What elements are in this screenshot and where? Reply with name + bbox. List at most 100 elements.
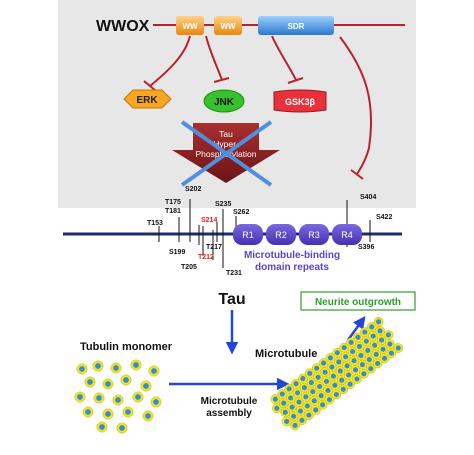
repeat-r2: R2 bbox=[266, 224, 296, 245]
tubulin-bead bbox=[317, 399, 328, 410]
tubulin-bead bbox=[92, 360, 104, 372]
tubulin-bead bbox=[132, 391, 144, 403]
tubulin-bead bbox=[352, 374, 362, 384]
tubulin-monomer-cluster bbox=[74, 359, 162, 434]
tubulin-bead bbox=[280, 407, 291, 418]
tubulin-bead bbox=[284, 384, 295, 394]
sdr-domain: SDR bbox=[258, 16, 334, 35]
site-t181: T181 bbox=[165, 208, 181, 215]
tubulin-bead bbox=[303, 410, 314, 420]
gsk3b-label: GSK3β bbox=[285, 97, 316, 107]
tubulin-bead bbox=[328, 371, 339, 382]
site-ticks bbox=[158, 199, 371, 268]
site-t217: T217 bbox=[206, 244, 222, 251]
site-t205: T205 bbox=[181, 264, 197, 271]
repeat-r1-label: R1 bbox=[242, 230, 254, 240]
site-s396: S396 bbox=[358, 244, 374, 251]
microtubule-label: Microtubule bbox=[255, 348, 317, 360]
tubulin-bead bbox=[314, 381, 325, 392]
tubulin-bead bbox=[306, 377, 317, 388]
tubulin-bead bbox=[331, 389, 342, 400]
inhibit-gsk-bar bbox=[287, 77, 304, 84]
tubulin-bead bbox=[288, 411, 299, 422]
tubulin-bead bbox=[116, 422, 128, 434]
site-s202: S202 bbox=[185, 186, 201, 193]
tubulin-bead bbox=[112, 394, 124, 406]
tubulin-label: Tubulin monomer bbox=[80, 341, 173, 353]
tubulin-bead bbox=[102, 408, 114, 420]
tubulin-bead bbox=[354, 341, 365, 352]
tubulin-bead bbox=[272, 403, 282, 414]
tubulin-bead bbox=[320, 367, 330, 378]
tubulin-bead bbox=[379, 353, 390, 364]
site-t231: T231 bbox=[226, 270, 242, 277]
site-s262: S262 bbox=[233, 209, 249, 216]
ww-domain-2: WW bbox=[214, 16, 242, 35]
tubulin-bead bbox=[277, 389, 288, 399]
wwox-label: WWOX bbox=[96, 18, 150, 35]
tubulin-bead bbox=[364, 354, 375, 365]
assembly-label-line1: Microtubule bbox=[201, 396, 258, 407]
tubulin-bead bbox=[361, 336, 372, 347]
cross-stroke-2 bbox=[180, 120, 273, 187]
tubulin-bead bbox=[96, 421, 108, 433]
repeat-r4-label: R4 bbox=[341, 230, 353, 240]
tubulin-bead bbox=[393, 343, 404, 353]
tubulin-bead bbox=[122, 406, 134, 418]
erk-hexagon: ERK bbox=[123, 89, 172, 109]
tubulin-bead bbox=[347, 346, 358, 357]
tubulin-bead bbox=[316, 390, 326, 401]
tubulin-bead bbox=[93, 392, 105, 404]
inhibition-arrows bbox=[143, 35, 373, 180]
sdr-domain-label: SDR bbox=[288, 22, 305, 31]
neurite-label: Neurite outgrowth bbox=[315, 297, 401, 308]
tubulin-bead bbox=[359, 368, 369, 379]
tubulin-bead bbox=[285, 393, 296, 403]
tubulin-bead bbox=[292, 388, 303, 398]
inhibit-gsk-line bbox=[271, 35, 297, 81]
tubulin-bead bbox=[345, 379, 355, 390]
tubulin-bead bbox=[371, 349, 382, 360]
tubulin-bead bbox=[324, 394, 335, 405]
site-t153: T153 bbox=[147, 220, 163, 227]
inhibit-s404-bar bbox=[350, 169, 364, 180]
repeat-r3-label: R3 bbox=[308, 230, 320, 240]
tubulin-bead bbox=[323, 385, 333, 396]
tubulin-bead bbox=[373, 316, 384, 327]
inhibit-s404-line bbox=[339, 36, 373, 175]
tubulin-bead bbox=[299, 382, 310, 393]
tubulin-bead bbox=[357, 359, 368, 370]
site-t212: T212 bbox=[198, 254, 214, 261]
assembly-label-line2: assembly bbox=[206, 408, 252, 419]
tubulin-bead bbox=[76, 363, 88, 375]
tubulin-bead bbox=[120, 374, 132, 386]
tubulin-bead bbox=[313, 372, 324, 383]
repeat-caption-line1: Microtubule-binding bbox=[244, 250, 340, 261]
ww-domain-1-label: WW bbox=[182, 22, 198, 31]
tau-hyperphosphorylation-arrow: Tau Hyper- Phosphorylation bbox=[172, 120, 280, 187]
tubulin-bead bbox=[150, 396, 162, 408]
ww-domain-1: WW bbox=[176, 16, 204, 35]
tubulin-bead bbox=[375, 326, 385, 336]
neurite-outgrowth-box: Neurite outgrowth bbox=[300, 291, 416, 311]
tubulin-bead bbox=[368, 331, 379, 341]
inhibit-jnk-bar bbox=[213, 77, 230, 83]
microtubule-polymer bbox=[270, 316, 404, 431]
tubulin-bead bbox=[336, 375, 347, 386]
inhibit-erk-line bbox=[149, 35, 191, 87]
tubulin-bead bbox=[102, 378, 114, 390]
site-s199: S199 bbox=[169, 249, 185, 256]
tubulin-bead bbox=[340, 351, 351, 362]
tubulin-bead bbox=[278, 398, 289, 409]
tubulin-bead bbox=[294, 397, 304, 407]
tubulin-bead bbox=[290, 420, 300, 431]
sites-below: S199 T217 T212 T205 T231 S396 bbox=[169, 244, 374, 277]
arrow-label-line2: Hyper- bbox=[213, 139, 239, 149]
inhibit-erk-bar bbox=[143, 80, 157, 92]
sites-above: S202 T175 T181 T153 S214 S235 S262 S404 … bbox=[147, 186, 392, 227]
tubulin-bead bbox=[74, 391, 86, 403]
tubulin-bead bbox=[343, 370, 354, 380]
inhibit-jnk-line bbox=[205, 35, 223, 81]
tubulin-bead bbox=[148, 365, 160, 377]
